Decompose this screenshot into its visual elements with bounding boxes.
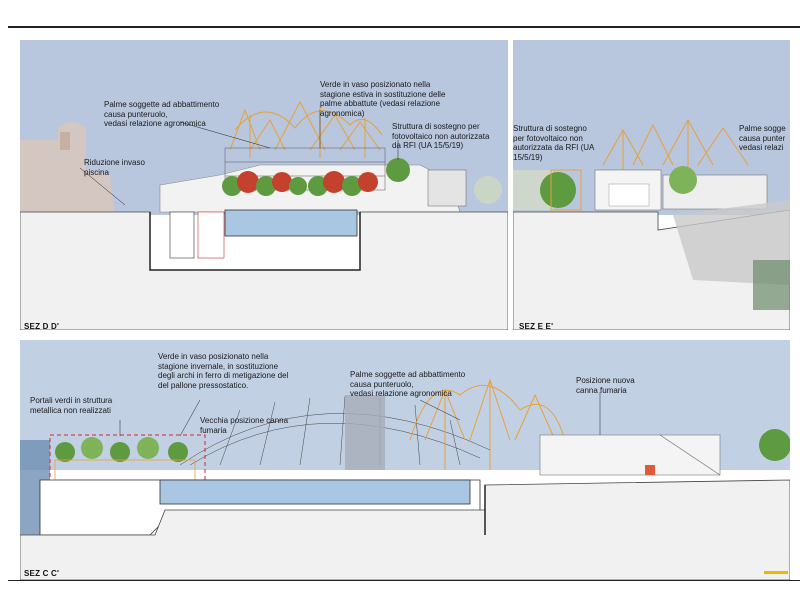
annotation-palme: Palme sogge causa punter vedasi relazi	[739, 124, 786, 152]
section-ee-panel: Struttura di sostegno per fotovoltaico n…	[513, 40, 790, 330]
dome-structure	[179, 395, 491, 466]
flower-planters	[222, 171, 378, 196]
top-border	[8, 26, 800, 28]
annotation-struttura: Struttura di sostegno per fotovoltaico n…	[392, 122, 490, 150]
palms-drawing	[602, 118, 749, 170]
section-label: SEZ C C'	[24, 569, 60, 578]
section-cc-panel: Verde in vaso posizionato nella stagione…	[20, 340, 790, 580]
annotation-palme: Palme soggette ad abbattimento causa pun…	[350, 370, 466, 398]
section-label: SEZ E E'	[519, 322, 554, 330]
annotation-posizione-canna: Posizione nuova canna fumaria	[576, 376, 635, 395]
annotation-riduzione: Riduzione invaso piscina	[84, 158, 145, 177]
pool-water	[159, 479, 471, 505]
corner-accent	[764, 571, 788, 574]
section-ee-drawing	[513, 40, 790, 330]
annotation-vecchia-canna: Vecchia posizione canna fumaria	[200, 416, 289, 435]
annotation-struttura: Struttura di sostegno per fotovoltaico n…	[513, 124, 595, 162]
annotation-verde-invernale: Verde in vaso posizionato nella stagione…	[158, 352, 289, 390]
section-dd-panel: Palme soggette ad abbattimento causa pun…	[20, 40, 508, 330]
bottom-border	[8, 580, 800, 581]
palms-drawing	[409, 378, 566, 470]
section-label: SEZ D D'	[24, 322, 60, 330]
section-cc-drawing	[20, 340, 790, 580]
pool-water	[224, 209, 358, 237]
annotation-verde-estiva: Verde in vaso posizionato nella stagione…	[320, 80, 446, 118]
annotation-portali: Portali verdi in struttura metallica non…	[30, 396, 113, 415]
annotation-palme: Palme soggette ad abbattimento causa pun…	[104, 100, 220, 128]
section-dd-drawing	[20, 40, 508, 330]
